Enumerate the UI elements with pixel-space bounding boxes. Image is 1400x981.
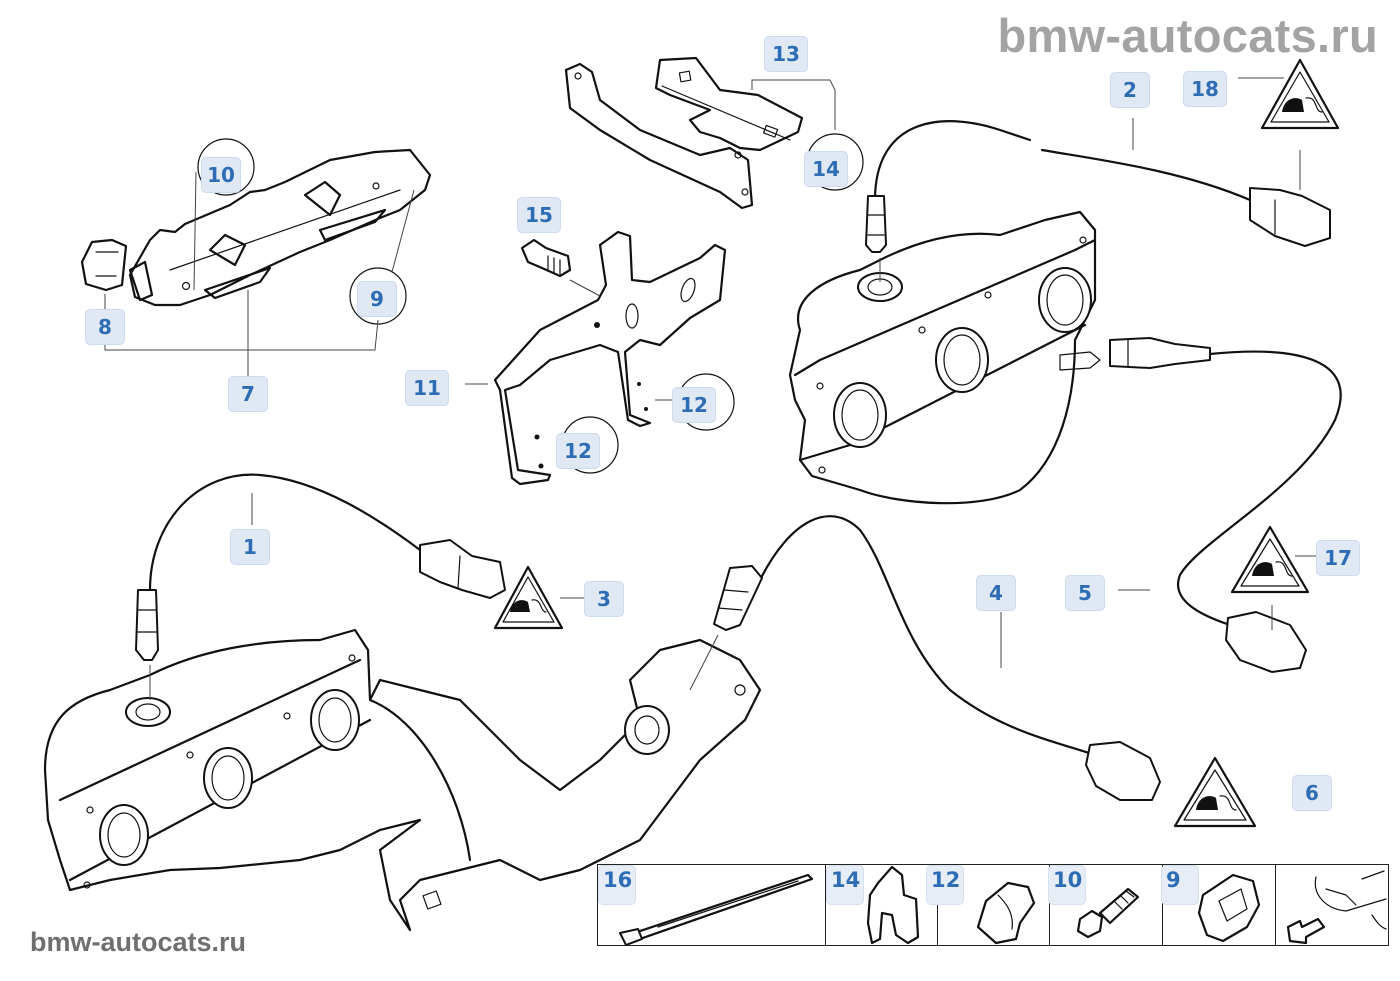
warning-label-18[interactable] <box>1260 58 1340 130</box>
strip-cell-cable-clip-12[interactable]: 12 <box>926 865 1049 945</box>
callout-badge-3[interactable]: 3 <box>584 581 624 617</box>
watermark-bottom: bmw-autocats.ru <box>30 927 247 957</box>
clip-part-8[interactable] <box>80 238 128 292</box>
oxygen-sensor-2[interactable] <box>865 120 1331 253</box>
callout-badge-6[interactable]: 6 <box>1292 775 1332 811</box>
callout-badge-8[interactable]: 8 <box>85 309 125 345</box>
warning-label-17[interactable] <box>1230 525 1310 594</box>
clip-icon <box>866 865 920 945</box>
exhaust-manifold-left[interactable] <box>43 628 762 932</box>
clip-9-icon <box>1197 873 1261 943</box>
strip-cell-vehicle-location[interactable] <box>1275 865 1388 945</box>
strip-cell-clip-14[interactable]: 14 <box>825 865 937 945</box>
callout-badge-4[interactable]: 4 <box>976 575 1016 611</box>
callout-badge-18[interactable]: 18 <box>1183 71 1227 107</box>
hardware-parts-strip: 16 14 12 10 9 <box>597 864 1389 946</box>
warning-label-3[interactable] <box>493 565 564 630</box>
bolt-part-15[interactable] <box>520 238 572 278</box>
strip-badge-9[interactable]: 9 <box>1161 865 1199 905</box>
strip-badge-12[interactable]: 12 <box>926 865 964 905</box>
strip-cell-cable-tie[interactable]: 16 <box>598 865 825 945</box>
vehicle-front-arrow-icon <box>1286 870 1387 945</box>
oxygen-sensor-4[interactable] <box>713 515 1161 801</box>
callout-circle-10 <box>197 138 255 196</box>
sensor-cable-holder[interactable] <box>564 56 804 210</box>
callout-badge-17[interactable]: 17 <box>1316 540 1360 576</box>
callout-badge-7[interactable]: 7 <box>228 376 268 412</box>
callout-badge-9[interactable]: 9 <box>357 281 397 317</box>
callout-badge-14[interactable]: 14 <box>804 151 848 187</box>
cable-clip-icon <box>976 881 1036 945</box>
strip-badge-16[interactable]: 16 <box>598 865 636 905</box>
callout-badge-11[interactable]: 11 <box>405 370 449 406</box>
strip-cell-clip-9[interactable]: 9 <box>1161 865 1275 945</box>
oxygen-sensor-5[interactable] <box>1109 337 1342 673</box>
callout-badge-1[interactable]: 1 <box>230 529 270 565</box>
callout-badge-10[interactable]: 10 <box>201 157 241 193</box>
screw-icon <box>1076 887 1140 939</box>
callout-badge-2[interactable]: 2 <box>1110 72 1150 108</box>
strip-cell-screw-10[interactable]: 10 <box>1048 865 1162 945</box>
callout-badge-12a[interactable]: 12 <box>556 433 600 469</box>
exhaust-manifold-right[interactable] <box>788 210 1101 505</box>
callout-badge-15[interactable]: 15 <box>517 197 561 233</box>
callout-badge-12b[interactable]: 12 <box>672 387 716 423</box>
callout-badge-13[interactable]: 13 <box>764 36 808 72</box>
strip-badge-10[interactable]: 10 <box>1048 865 1086 905</box>
holder-bracket[interactable] <box>493 230 727 486</box>
watermark-top: bmw-autocats.ru <box>997 9 1378 62</box>
warning-label-6[interactable] <box>1173 756 1257 828</box>
oxygen-sensor-1[interactable] <box>135 473 506 661</box>
callout-badge-5[interactable]: 5 <box>1065 575 1105 611</box>
heat-shield-bracket[interactable] <box>128 148 432 307</box>
strip-badge-14[interactable]: 14 <box>826 865 864 905</box>
cable-tie-icon <box>619 873 814 945</box>
